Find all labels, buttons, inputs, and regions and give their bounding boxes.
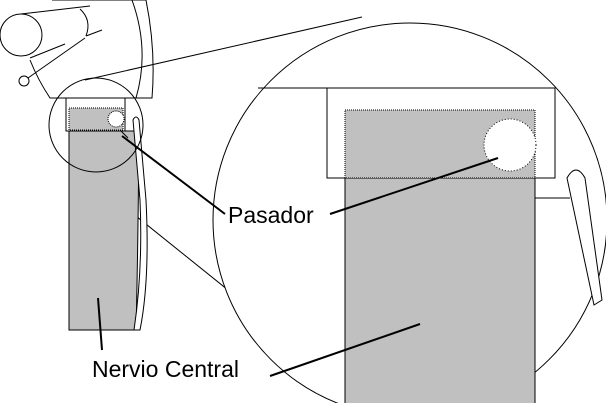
rod-large — [566, 169, 603, 306]
label-nervio-central: Nervio Central — [92, 356, 239, 382]
magnifier-small — [48, 77, 144, 173]
rod-small — [132, 116, 148, 331]
head-assembly — [0, 0, 154, 99]
pasador-leader-large — [329, 157, 499, 215]
central-rib-large — [344, 177, 536, 403]
pin-large — [483, 118, 537, 172]
pasador-leader-small — [121, 135, 226, 215]
pin-small — [107, 110, 125, 128]
central-rib-small — [68, 130, 140, 331]
label-pasador: Pasador — [228, 202, 314, 228]
nervio-leader-large — [269, 323, 421, 377]
zoom-line-top — [84, 16, 363, 81]
nervio-leader-small — [97, 297, 103, 351]
